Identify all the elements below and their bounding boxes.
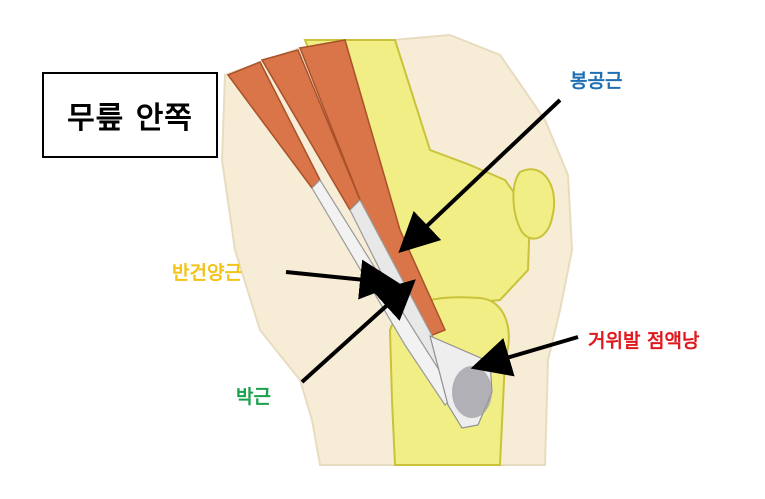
title-box: 무릎 안쪽: [42, 72, 218, 158]
sartorius-label: 봉공근: [570, 70, 623, 92]
patella-bone: [512, 168, 556, 240]
bursa-arrow: [470, 335, 579, 377]
semitendinosus-label: 반건양근: [172, 262, 242, 284]
semitendinosus-arrow: [285, 259, 400, 300]
pes-anserine-bursa-label: 거위발 점액낭: [588, 330, 700, 352]
gracilis-label: 박근: [236, 386, 271, 408]
pes-anserine-bursa: [452, 366, 492, 418]
diagram-title: 무릎 안쪽: [67, 101, 193, 136]
sartorius-arrow: [398, 98, 562, 253]
gracilis-arrow: [300, 279, 416, 384]
